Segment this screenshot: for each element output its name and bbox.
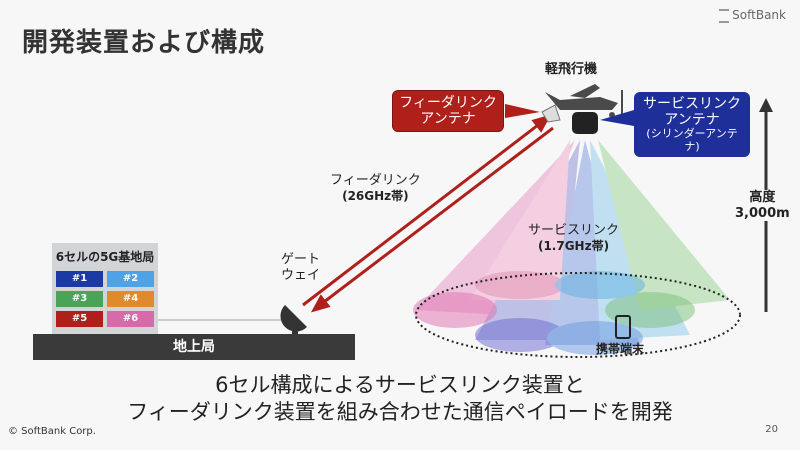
gateway-label: ゲート ウェイ — [281, 252, 320, 283]
cell-2: #2 — [107, 271, 154, 287]
base-station-box: 6セルの5G基地局 #1#2#3#4#5#6 — [52, 243, 158, 338]
feeder-antenna-callout: フィーダリンク アンテナ — [392, 90, 504, 133]
page-number: 20 — [765, 424, 778, 435]
cell-6: #6 — [107, 311, 154, 327]
base-station-title: 6セルの5G基地局 — [55, 250, 155, 264]
main-message-line: フィーダリンク装置を組み合わせた通信ペイロードを開発 — [127, 400, 673, 425]
aircraft-icon — [541, 84, 623, 134]
altitude-value: 3,000m — [735, 205, 790, 221]
cell-5: #5 — [56, 311, 103, 327]
gateway-dish-icon — [280, 305, 307, 334]
gateway-line: ウェイ — [281, 267, 321, 283]
page-title: 開発装置および構成 — [22, 28, 266, 58]
softbank-logo: SoftBank — [719, 8, 786, 23]
feeder-link-label: フィーダリンク (26GHz帯) — [330, 173, 421, 203]
service-antenna-callout: サービスリンク アンテナ (シリンダーアンテナ) — [634, 92, 750, 158]
altitude-label: 高度 3,000m — [735, 190, 790, 222]
gateway-line: ゲート — [281, 252, 321, 267]
feeder-link-name: フィーダリンク — [330, 173, 421, 188]
beam-1 — [415, 140, 575, 315]
callout-line: アンテナ — [664, 112, 720, 129]
service-link-name: サービスリンク — [528, 223, 620, 238]
service-link-band: (1.7GHz帯) — [537, 238, 610, 253]
cell-4: #4 — [107, 291, 154, 307]
aircraft-label: 軽飛行機 — [545, 62, 598, 77]
service-link-label: サービスリンク (1.7GHz帯) — [528, 223, 619, 253]
cell-1: #1 — [56, 271, 103, 287]
callout-line: アンテナ — [420, 111, 476, 128]
main-message-line: 6セル構成によるサービスリンク装置と — [215, 373, 585, 397]
copyright: © SoftBank Corp. — [8, 426, 96, 437]
callout-line: サービスリンク — [643, 96, 741, 112]
altitude-title: 高度 — [749, 190, 776, 205]
beam-5 — [598, 140, 730, 310]
feeder-link-band: (26GHz帯) — [342, 188, 409, 203]
cell-3: #3 — [56, 291, 103, 307]
callout-line: フィーダリンク — [399, 95, 497, 111]
main-message: 6セル構成によるサービスリンク装置と フィーダリンク装置を組み合わせた通信ペイロ… — [0, 372, 800, 427]
coverage-area — [415, 272, 741, 358]
beam-6 — [470, 140, 570, 300]
phone-icon — [615, 315, 631, 339]
terminal-label: 携帯端末 — [596, 342, 645, 356]
feeder-link-arrows — [302, 114, 554, 313]
ground-station-bar: 地上局 — [33, 334, 355, 360]
callout-line: (シリンダーアンテナ) — [646, 127, 738, 153]
